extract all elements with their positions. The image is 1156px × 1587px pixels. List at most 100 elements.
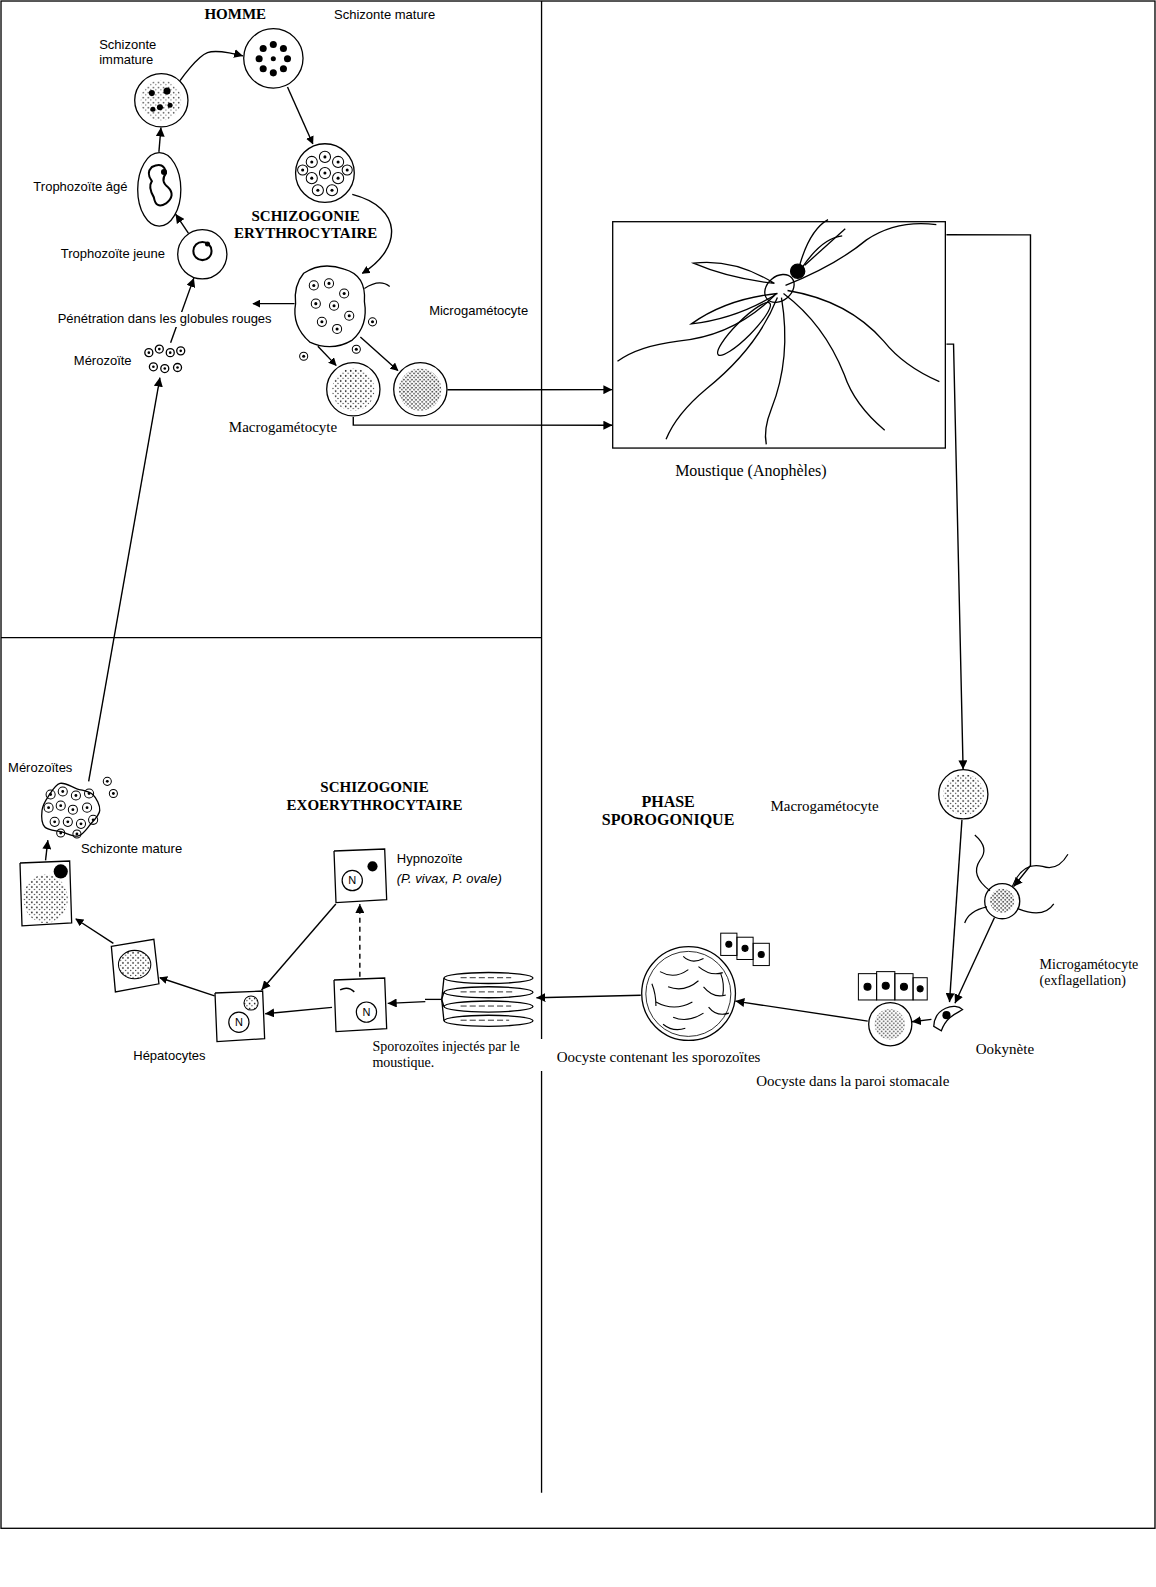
merozoite-cluster-detail xyxy=(58,787,67,796)
gametocyte-detail xyxy=(332,368,375,411)
liver-schizont: Schizonte mature xyxy=(18,860,73,927)
immature-schizont-detail xyxy=(149,90,155,96)
segmented-schizont xyxy=(301,155,349,191)
node-outline xyxy=(641,946,736,1041)
cycle-arrow xyxy=(76,87,398,996)
life-cycle-arrow xyxy=(447,389,612,390)
stage-label: Schizonte mature xyxy=(332,8,437,23)
shape-outline xyxy=(173,364,181,372)
mature-schizont-detail xyxy=(270,41,277,48)
stomach-epithelium xyxy=(875,1009,905,1039)
segmented-schizont xyxy=(306,173,317,184)
stomach-epithelium xyxy=(858,974,876,1000)
cycle-arrow xyxy=(318,346,336,365)
hepatocyte-cell: N xyxy=(332,977,388,1033)
shape-outline xyxy=(393,363,446,416)
merozoite-dot xyxy=(152,366,155,369)
shape-outline xyxy=(145,349,153,357)
life-cycle-arrow xyxy=(950,820,962,1002)
stomach-epithelium xyxy=(742,945,748,951)
life-cycle-arrow xyxy=(180,52,243,81)
merozoite-cluster-detail xyxy=(80,822,83,825)
segmented-schizont xyxy=(316,189,319,192)
node-outline xyxy=(938,769,989,820)
shape-outline xyxy=(939,770,988,819)
segmented-schizont xyxy=(306,156,317,167)
region-heading: HOMME xyxy=(202,6,268,23)
step-label: Pénétration dans les globules rouges xyxy=(56,312,274,327)
node-outline xyxy=(984,883,1020,919)
shape-outline xyxy=(215,991,265,1042)
nucleus-letter: N xyxy=(235,1016,243,1029)
hepatocyte-detail xyxy=(23,874,68,923)
mosquito-drawing xyxy=(786,224,937,286)
life-cycle-arrow xyxy=(171,278,194,343)
bursting-schizont xyxy=(300,279,377,360)
shape-outline xyxy=(425,998,442,999)
node-outline xyxy=(868,1002,913,1047)
shape-outline xyxy=(444,1015,533,1026)
immature-schizont-detail xyxy=(141,80,181,120)
merozoite-dot xyxy=(163,367,166,370)
segmented-schizont xyxy=(323,155,326,158)
frame-lines xyxy=(1,1,1155,1528)
hepatocyte-detail xyxy=(244,996,258,1010)
segmented-schizont xyxy=(333,173,344,184)
merozoite-cluster-detail xyxy=(75,794,78,797)
shape-outline xyxy=(327,363,380,416)
immature-schizont-detail xyxy=(141,80,181,120)
merozoite-cluster-detail xyxy=(47,806,50,809)
gland-sporozoites xyxy=(461,977,512,978)
mosquito-drawing xyxy=(617,220,939,445)
schizont-cell: Schizonte mature xyxy=(243,28,304,89)
text-holder: Hépatocytes xyxy=(131,1049,207,1064)
text-holder: N xyxy=(348,874,356,887)
bursting-schizont xyxy=(333,304,336,307)
bursting-schizont xyxy=(300,352,308,360)
bursting-schizont xyxy=(302,355,305,358)
bursting-schizont xyxy=(309,281,318,290)
phase-heading: PHASE SPOROGONIQUE xyxy=(600,793,736,830)
bursting-schizont xyxy=(327,282,330,285)
immature-schizont-detail xyxy=(163,88,170,95)
segmented-schizont xyxy=(296,144,355,203)
life-cycle-arrow xyxy=(946,344,963,769)
text-holder: SCHIZOGONIE EXOERYTHROCYTAIRE xyxy=(285,779,465,814)
text-holder: (P. vivax, P. ovale) xyxy=(395,872,504,887)
merozoite-cluster-detail xyxy=(44,777,117,838)
bursting-schizont xyxy=(343,292,346,295)
bursting-schizont xyxy=(295,266,390,360)
nucleus-letter: N xyxy=(362,1006,370,1019)
life-cycle-arrow xyxy=(735,1001,867,1021)
flagella xyxy=(965,907,987,923)
stomach-epithelium xyxy=(877,972,895,1000)
bursting-schizont xyxy=(329,301,338,310)
frame-lines xyxy=(541,1,542,1493)
text-holder: Microgamétocyte (exflagellation) xyxy=(1038,957,1141,989)
node-outline xyxy=(18,860,73,927)
mosquito-frame: Moustique (Anophèles) xyxy=(612,221,946,449)
stomach-epithelium xyxy=(721,933,928,1039)
segmented-schizont xyxy=(310,177,313,180)
text-holder: Sporozoïtes injectés par le moustique. xyxy=(370,1039,554,1071)
flagella xyxy=(975,835,990,891)
text-holder: Microgamétocyte xyxy=(427,304,530,319)
frame-lines xyxy=(1,637,542,638)
trophozoite-detail xyxy=(149,165,172,205)
gland-sporozoites xyxy=(461,1020,510,1021)
mature-schizont-detail xyxy=(280,65,287,72)
mature-schizont-detail xyxy=(260,65,267,72)
shape-outline xyxy=(178,229,227,278)
merozoite-cluster-detail xyxy=(44,777,117,838)
text-holder: Mérozoïte xyxy=(72,354,134,369)
stage-label: Oocyste dans la paroi stomacale xyxy=(754,1073,951,1090)
mosquito-drawing xyxy=(617,296,774,362)
stage-label: Macrogamétocyte xyxy=(227,419,339,436)
stage-label: Moustique (Anophèles) xyxy=(673,462,829,480)
text-holder: Ookynète xyxy=(974,1041,1036,1058)
oocyst-sporozoites xyxy=(656,1002,692,1007)
immature-schizont-detail xyxy=(168,103,173,108)
node-outline xyxy=(243,28,304,89)
hepatocyte-detail xyxy=(367,861,377,871)
